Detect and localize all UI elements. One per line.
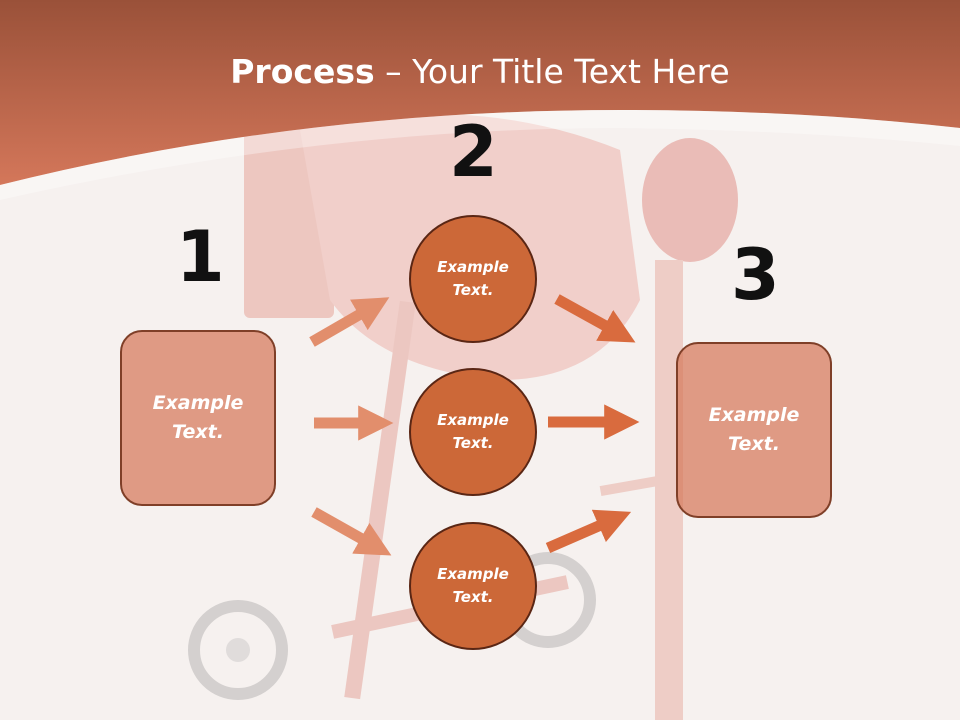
- title-bold: Process: [230, 52, 375, 91]
- circle-bottom-text: Example Text.: [437, 565, 509, 606]
- circle-bottom: Example Text.: [409, 522, 537, 650]
- arrow-1-to-circle-bottom: [311, 507, 392, 556]
- circle-middle-text: Example Text.: [437, 411, 509, 452]
- circle-top: Example Text.: [409, 215, 537, 343]
- circle-top-text: Example Text.: [437, 258, 509, 299]
- step-3-box: Example Text.: [676, 342, 832, 518]
- step-number-2: 2: [449, 111, 498, 193]
- title-rest: – Your Title Text Here: [374, 52, 730, 91]
- arrow-1-to-circle-top: [309, 297, 390, 347]
- circle-middle: Example Text.: [409, 368, 537, 496]
- step-number-1: 1: [176, 216, 225, 298]
- step-number-3: 3: [731, 234, 780, 316]
- step-3-box-text: Example Text.: [708, 404, 800, 455]
- arrow-circle-bottom-to-3: [545, 509, 632, 554]
- slide-title: Process – Your Title Text Here: [0, 52, 960, 91]
- arrow-circle-top-to-3: [554, 294, 636, 343]
- step-1-box: Example Text.: [120, 330, 276, 506]
- step-1-box-text: Example Text.: [152, 392, 244, 443]
